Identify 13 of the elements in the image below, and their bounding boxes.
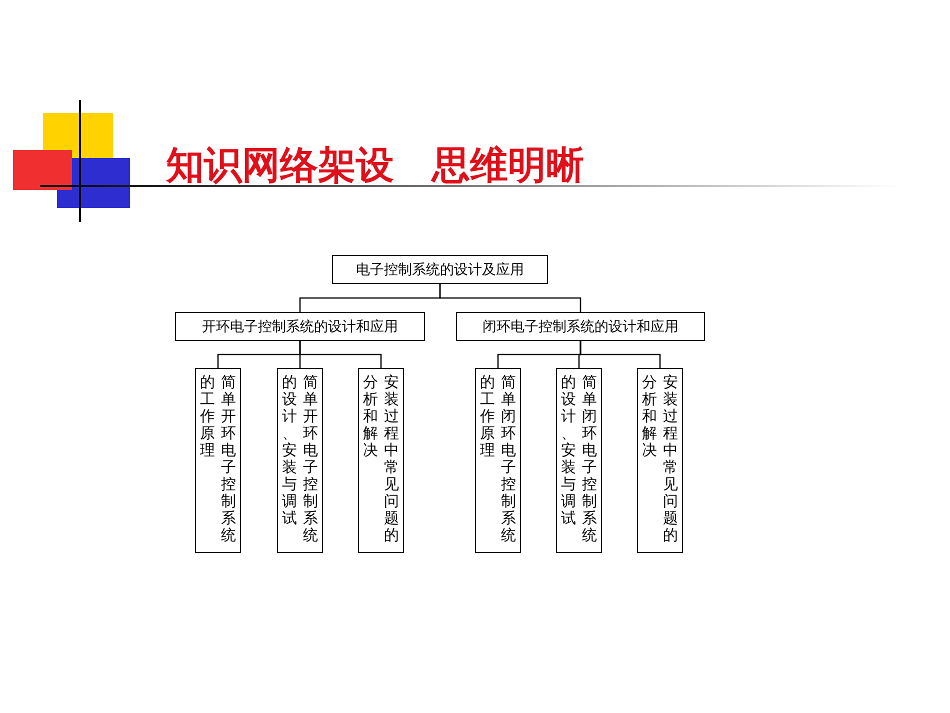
- topic-box: 简单开环电子控制系统的工作原理: [195, 368, 241, 553]
- category-box: 开环电子控制系统的设计和应用: [175, 312, 425, 341]
- root-box: 电子控制系统的设计及应用: [332, 255, 548, 284]
- topic-box: 简单闭环电子控制系统的设计、安装与调试: [556, 368, 602, 553]
- topic-box: 安装过程中常见问题的分析和解决: [358, 368, 404, 553]
- connector-line: [299, 341, 382, 368]
- topic-box: 简单闭环电子控制系统的工作原理: [475, 368, 521, 553]
- connector-line: [439, 284, 582, 312]
- connector-line: [580, 341, 661, 368]
- category-box: 闭环电子控制系统的设计和应用: [456, 312, 705, 341]
- topic-box: 安装过程中常见问题的分析和解决: [637, 368, 683, 553]
- slide-title: 知识网络架设 思维明晰: [166, 141, 584, 189]
- topic-box: 简单开环电子控制系统的设计、安装与调试: [277, 368, 323, 553]
